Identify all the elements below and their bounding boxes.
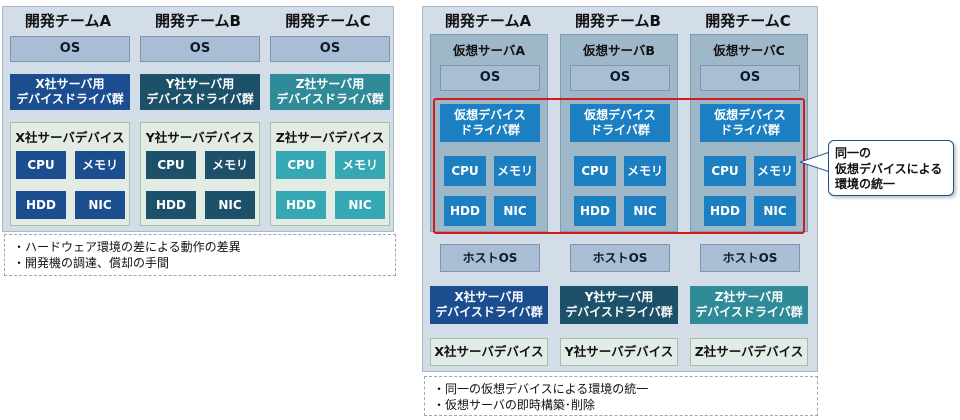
team-a-driver: X社サーバ用 デバイスドライバ群 xyxy=(10,74,130,110)
team-a-driver-line2: デバイスドライバ群 xyxy=(16,92,124,106)
r-team-c-title: 開発チームC xyxy=(705,12,791,30)
team-b-cpu: CPU xyxy=(146,151,196,179)
r-team-c-vdriver: 仮想デバイス ドライバ群 xyxy=(700,104,800,142)
r-team-b-title: 開発チームB xyxy=(575,12,661,30)
team-c-driver: Z社サーバ用 デバイスドライバ群 xyxy=(270,74,390,110)
r-team-a-nic: NIC xyxy=(494,196,536,226)
r-team-b-memory: メモリ xyxy=(624,156,666,186)
team-b-device-title: Y社サーバデバイス xyxy=(145,130,255,145)
r-team-c-device: Z社サーバデバイス xyxy=(690,338,808,366)
r-team-c-vdriver-line1: 仮想デバイス xyxy=(714,108,786,122)
team-c-driver-line2: デバイスドライバ群 xyxy=(276,92,384,106)
r-team-b-vdriver: 仮想デバイス ドライバ群 xyxy=(570,104,670,142)
team-b-title: 開発チームB xyxy=(155,12,241,30)
team-a-nic: NIC xyxy=(75,191,125,219)
team-a-memory: メモリ xyxy=(75,151,125,179)
r-team-a-vm-title: 仮想サーバA xyxy=(452,43,526,58)
r-team-b-vdriver-line2: ドライバ群 xyxy=(590,123,650,137)
r-team-a-memory: メモリ xyxy=(494,156,536,186)
team-b-driver: Y社サーバ用 デバイスドライバ群 xyxy=(140,74,260,110)
r-team-c-driver-line2: デバイスドライバ群 xyxy=(695,305,803,319)
r-team-b-hdd: HDD xyxy=(574,196,616,226)
unified-virtual-device-highlight xyxy=(433,98,805,234)
r-team-c-nic: NIC xyxy=(754,196,796,226)
r-team-c-os: OS xyxy=(700,65,800,91)
r-team-a-host-os: ホストOS xyxy=(440,244,540,272)
left-note-1: ・ハードウェア環境の差による動作の差異 xyxy=(13,240,241,254)
right-note-2: ・仮想サーバの即時構築･削除 xyxy=(433,398,595,413)
team-a-device-title: X社サーバデバイス xyxy=(15,130,125,145)
r-team-b-vm-title: 仮想サーバB xyxy=(583,43,655,58)
left-notes: ・ハードウェア環境の差による動作の差異 ・開発機の調達、償却の手間 xyxy=(4,234,396,276)
r-team-a-device: X社サーバデバイス xyxy=(430,338,548,366)
r-team-b-host-os: ホストOS xyxy=(570,244,670,272)
team-a-cpu: CPU xyxy=(16,151,66,179)
r-team-b-vdriver-line1: 仮想デバイス xyxy=(584,108,656,122)
team-c-os: OS xyxy=(270,36,390,62)
r-team-b-cpu: CPU xyxy=(574,156,616,186)
team-c-cpu: CPU xyxy=(276,151,326,179)
team-b-driver-line2: デバイスドライバ群 xyxy=(146,92,254,106)
callout-line3: 環境の統一 xyxy=(835,177,896,192)
team-c-device-title: Z社サーバデバイス xyxy=(275,130,385,145)
r-team-a-vdriver: 仮想デバイス ドライバ群 xyxy=(440,104,540,142)
team-a-title: 開発チームA xyxy=(24,12,112,30)
r-team-a-vdriver-line2: ドライバ群 xyxy=(460,123,520,137)
r-team-a-os: OS xyxy=(440,65,540,91)
team-a-hdd: HDD xyxy=(16,191,66,219)
team-b-driver-line1: Y社サーバ用 xyxy=(165,77,235,91)
callout-line1: 同一の xyxy=(835,146,872,160)
r-team-a-driver-line2: デバイスドライバ群 xyxy=(435,305,543,319)
r-team-c-cpu: CPU xyxy=(704,156,746,186)
callout-pointer xyxy=(800,151,830,173)
team-c-driver-line1: Z社サーバ用 xyxy=(295,77,365,91)
team-b-os: OS xyxy=(140,36,260,62)
team-c-memory: メモリ xyxy=(335,151,385,179)
r-team-b-driver-line1: Y社サーバ用 xyxy=(584,290,654,304)
r-team-c-memory: メモリ xyxy=(754,156,796,186)
r-team-b-driver: Y社サーバ用 デバイスドライバ群 xyxy=(560,286,678,324)
callout-unified-environment: 同一の 仮想デバイスによる 環境の統一 xyxy=(828,140,954,196)
r-team-c-host-os: ホストOS xyxy=(700,244,800,272)
r-team-c-driver-line1: Z社サーバ用 xyxy=(714,290,784,304)
team-a-os: OS xyxy=(10,36,130,62)
r-team-a-driver: X社サーバ用 デバイスドライバ群 xyxy=(430,286,548,324)
right-notes: ・同一の仮想デバイスによる環境の統一 ・仮想サーバの即時構築･削除 xyxy=(424,376,818,416)
r-team-b-nic: NIC xyxy=(624,196,666,226)
team-c-nic: NIC xyxy=(335,191,385,219)
r-team-c-hdd: HDD xyxy=(704,196,746,226)
r-team-b-os: OS xyxy=(570,65,670,91)
r-team-a-title: 開発チームA xyxy=(444,12,532,30)
r-team-b-driver-line2: デバイスドライバ群 xyxy=(565,305,673,319)
callout-line2: 仮想デバイスによる xyxy=(835,161,943,176)
team-a-driver-line1: X社サーバ用 xyxy=(35,77,105,91)
r-team-a-vdriver-line1: 仮想デバイス xyxy=(454,108,526,122)
team-b-memory: メモリ xyxy=(205,151,255,179)
r-team-c-vdriver-line2: ドライバ群 xyxy=(720,123,780,137)
left-note-2: ・開発機の調達、償却の手間 xyxy=(13,256,170,271)
team-c-title: 開発チームC xyxy=(285,12,371,30)
team-b-nic: NIC xyxy=(205,191,255,219)
team-c-hdd: HDD xyxy=(276,191,326,219)
r-team-b-device: Y社サーバデバイス xyxy=(560,338,678,366)
r-team-a-cpu: CPU xyxy=(444,156,486,186)
r-team-c-driver: Z社サーバ用 デバイスドライバ群 xyxy=(690,286,808,324)
r-team-c-vm-title: 仮想サーバC xyxy=(713,43,785,58)
r-team-a-driver-line1: X社サーバ用 xyxy=(454,290,524,304)
team-b-hdd: HDD xyxy=(146,191,196,219)
right-note-1: ・同一の仮想デバイスによる環境の統一 xyxy=(433,382,649,396)
r-team-a-hdd: HDD xyxy=(444,196,486,226)
